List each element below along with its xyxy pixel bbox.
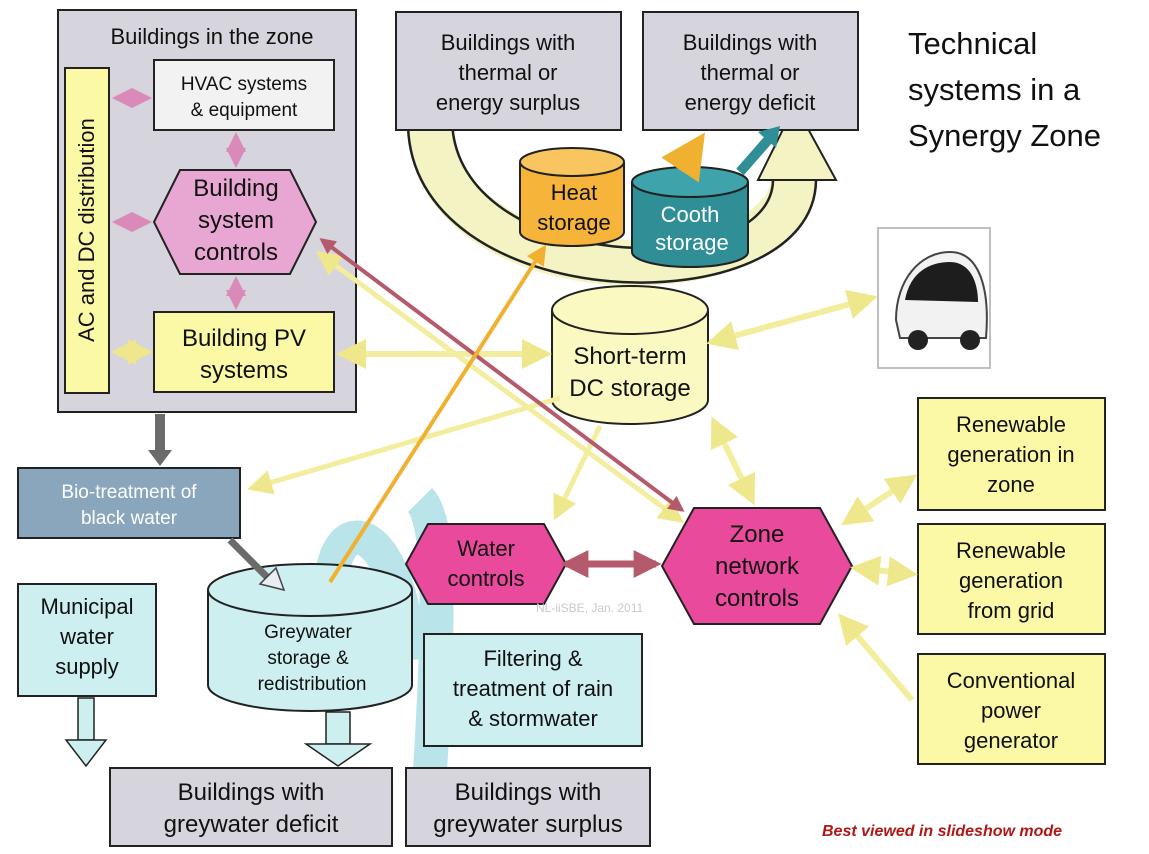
svg-text:Cooth: Cooth [661,202,720,227]
svg-text:controls: controls [715,585,799,612]
svg-text:Buildings with: Buildings with [455,779,602,806]
renewable-grid-box: Renewable generation from grid [917,523,1106,635]
cooth-storage: Cooth storage [631,166,749,268]
watermark: NL-iiSBE, Jan. 2011 [536,601,643,615]
svg-text:from grid: from grid [968,598,1055,623]
heat-storage: Heat storage [519,147,625,247]
buildings-zone-title: Buildings in the zone [110,24,313,49]
svg-text:& equipment: & equipment [191,100,298,121]
svg-text:thermal or: thermal or [458,60,557,85]
svg-text:storage: storage [655,230,728,255]
svg-text:Filtering &: Filtering & [483,646,582,671]
svg-text:storage: storage [537,210,610,235]
water-controls: Water controls [404,523,568,605]
storage-output-arrows [661,126,780,183]
svg-text:Bio-treatment of: Bio-treatment of [61,482,197,503]
municipal-water-box: Municipal water supply [17,583,157,697]
svg-text:greywater surplus: greywater surplus [433,811,622,838]
svg-text:Water: Water [457,536,515,561]
svg-text:power: power [981,698,1041,723]
svg-text:systems in a: systems in a [908,72,1081,107]
svg-text:Renewable: Renewable [956,538,1066,563]
svg-text:thermal or: thermal or [700,60,799,85]
svg-text:HVAC systems: HVAC systems [181,74,307,95]
dc-storage: Short-term DC storage [551,285,709,425]
svg-text:generator: generator [964,728,1058,753]
svg-text:Buildings with: Buildings with [441,30,576,55]
panel-connectors [111,88,246,365]
svg-text:Buildings with: Buildings with [683,30,818,55]
bio-treatment-box: Bio-treatment of black water [17,467,241,539]
diagram-title: Technical systems in a Synergy Zone [908,26,1101,153]
svg-text:Renewable: Renewable [956,412,1066,437]
svg-text:Short-term: Short-term [573,343,686,370]
svg-text:storage &: storage & [267,648,349,669]
svg-text:water: water [59,624,114,649]
svg-text:energy surplus: energy surplus [436,90,580,115]
svg-text:greywater deficit: greywater deficit [164,811,339,838]
slideshow-note: Best viewed in slideshow mode [822,823,1062,840]
greywater-storage: Greywater storage & redistribution [207,563,413,712]
svg-text:Buildings with: Buildings with [178,779,325,806]
greywater-deficit-box: Buildings with greywater deficit [109,767,393,847]
svg-text:controls: controls [194,239,278,266]
svg-text:Building: Building [193,175,278,202]
svg-text:& stormwater: & stormwater [468,706,598,731]
svg-text:generation in: generation in [947,442,1074,467]
svg-text:generation: generation [959,568,1063,593]
thermal-deficit-box: Buildings with thermal or energy deficit [642,11,859,131]
ac-dc-distribution: AC and DC distribution [64,67,110,394]
hvac-box: HVAC systems & equipment [153,59,335,131]
svg-text:network: network [715,553,800,580]
ac-dc-label: AC and DC distribution [74,118,99,342]
svg-text:Municipal: Municipal [41,594,134,619]
svg-text:Heat: Heat [551,180,597,205]
svg-text:supply: supply [55,654,119,679]
svg-text:DC storage: DC storage [569,375,690,402]
conventional-generator-box: Conventional power generator [917,653,1106,765]
svg-text:redistribution: redistribution [258,674,367,695]
building-pv-box: Building PV systems [153,311,335,393]
electric-car-icon [877,227,991,369]
flow-arrows [64,238,918,768]
svg-text:energy deficit: energy deficit [685,90,816,115]
svg-text:treatment of rain: treatment of rain [453,676,613,701]
svg-text:system: system [198,207,274,234]
svg-text:Building PV: Building PV [182,325,306,352]
svg-text:Greywater: Greywater [264,622,352,643]
svg-text:zone: zone [987,472,1035,497]
renewable-zone-box: Renewable generation in zone [917,397,1106,511]
filtering-treatment-box: Filtering & treatment of rain & stormwat… [423,633,643,747]
svg-text:Technical: Technical [908,26,1037,61]
thermal-surplus-box: Buildings with thermal or energy surplus [395,11,622,131]
svg-text:Conventional: Conventional [947,668,1075,693]
svg-text:black water: black water [81,508,178,529]
building-system-controls: Building system controls [152,169,318,275]
svg-text:systems: systems [200,357,288,384]
svg-text:Synergy Zone: Synergy Zone [908,118,1101,153]
svg-text:controls: controls [447,566,524,591]
greywater-surplus-box: Buildings with greywater surplus [405,767,651,847]
svg-text:Zone: Zone [730,521,785,548]
zone-network-controls: Zone network controls [660,507,854,625]
